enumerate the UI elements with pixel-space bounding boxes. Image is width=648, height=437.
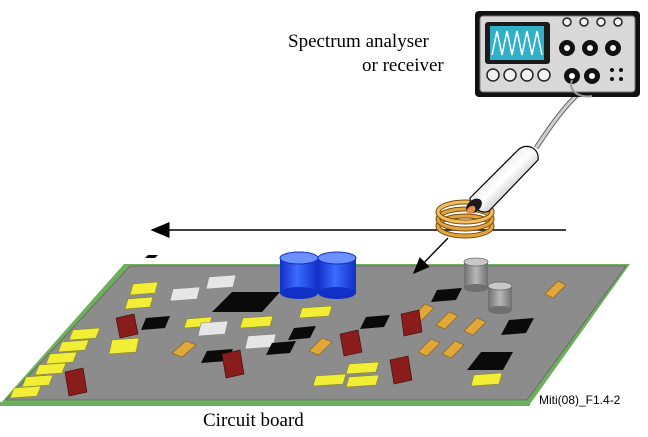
field-arrow [413,237,449,275]
instrument-label-line2: or receiver [362,55,444,76]
cylinder-component-icon [463,257,513,314]
figure-id-label: Miti(08)_F1.4-2 [539,393,621,407]
loop-coil-icon [435,199,495,239]
capacitor-icon [279,251,357,299]
spectrum-analyser-icon [475,11,640,98]
instrument-label-line1: Spectrum analyser [288,31,429,52]
board-components [9,255,567,399]
board-label: Circuit board [203,410,304,431]
